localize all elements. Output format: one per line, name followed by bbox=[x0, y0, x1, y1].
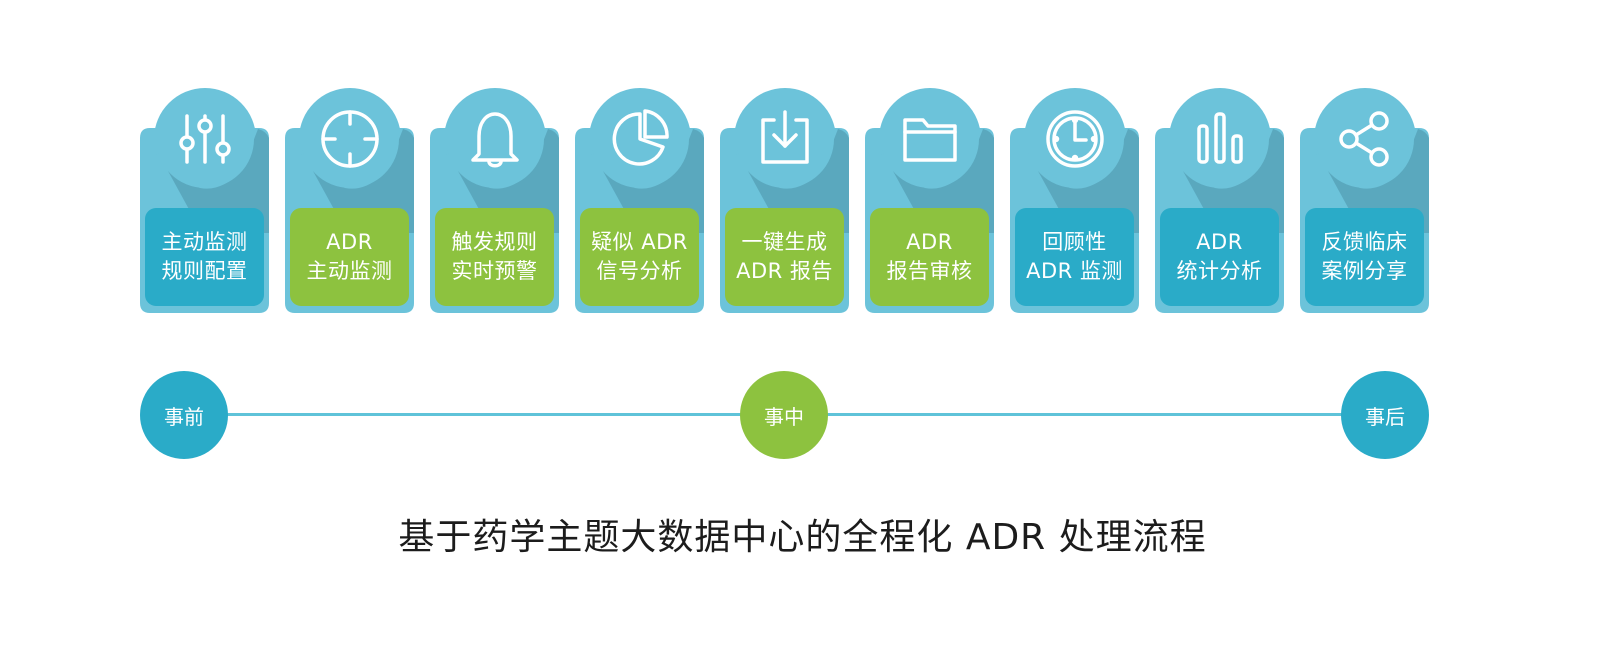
timeline-node-during: 事中 bbox=[740, 371, 828, 459]
bell-icon bbox=[462, 106, 528, 172]
step-label: ADR 主动监测 bbox=[290, 208, 409, 306]
step-label-line1: 反馈临床 bbox=[1321, 230, 1408, 254]
step-label-line1: 触发规则 bbox=[451, 230, 538, 254]
step-label-line2: 报告审核 bbox=[886, 259, 973, 283]
step-label: 反馈临床案例分享 bbox=[1305, 208, 1424, 306]
pie-chart-icon bbox=[607, 106, 673, 172]
step-label-line2: ADR 监测 bbox=[1026, 259, 1123, 283]
step-label-line2: 规则配置 bbox=[161, 259, 248, 283]
step-label-line1: ADR bbox=[906, 230, 953, 254]
bar-chart-icon bbox=[1187, 106, 1253, 172]
timeline-node-before: 事前 bbox=[140, 371, 228, 459]
step-card: ADR 报告审核 bbox=[865, 88, 994, 313]
step-label: 触发规则实时预警 bbox=[435, 208, 554, 306]
step-card: ADR 主动监测 bbox=[285, 88, 414, 313]
step-label-line2: 信号分析 bbox=[596, 259, 683, 283]
step-label-line2: ADR 报告 bbox=[736, 259, 833, 283]
step-label-line1: ADR bbox=[326, 230, 373, 254]
step-label-line1: ADR bbox=[1196, 230, 1243, 254]
diagram-caption: 基于药学主题大数据中心的全程化 ADR 处理流程 bbox=[398, 517, 1207, 558]
step-card: 疑似 ADR 信号分析 bbox=[575, 88, 704, 313]
step-card: ADR 统计分析 bbox=[1155, 88, 1284, 313]
step-label-line1: 一键生成 bbox=[741, 230, 828, 254]
clock-icon bbox=[1042, 106, 1108, 172]
step-label: ADR 统计分析 bbox=[1160, 208, 1279, 306]
step-card: 回顾性 ADR 监测 bbox=[1010, 88, 1139, 313]
step-label: 主动监测规则配置 bbox=[145, 208, 264, 306]
download-icon bbox=[752, 106, 818, 172]
step-card: 触发规则实时预警 bbox=[430, 88, 559, 313]
step-label: 回顾性 ADR 监测 bbox=[1015, 208, 1134, 306]
step-label: 一键生成 ADR 报告 bbox=[725, 208, 844, 306]
share-icon bbox=[1332, 106, 1398, 172]
step-label-line2: 实时预警 bbox=[451, 259, 538, 283]
step-label-line1: 疑似 ADR bbox=[591, 230, 688, 254]
step-label-line2: 案例分享 bbox=[1321, 259, 1408, 283]
step-card: 主动监测规则配置 bbox=[140, 88, 269, 313]
timeline-node-after: 事后 bbox=[1341, 371, 1429, 459]
step-label: ADR 报告审核 bbox=[870, 208, 989, 306]
crosshair-icon bbox=[317, 106, 383, 172]
step-label-line2: 主动监测 bbox=[306, 259, 393, 283]
step-label: 疑似 ADR 信号分析 bbox=[580, 208, 699, 306]
step-label-line1: 主动监测 bbox=[161, 230, 248, 254]
step-card: 反馈临床案例分享 bbox=[1300, 88, 1429, 313]
folder-icon bbox=[897, 106, 963, 172]
sliders-icon bbox=[172, 106, 238, 172]
step-card: 一键生成 ADR 报告 bbox=[720, 88, 849, 313]
step-label-line2: 统计分析 bbox=[1176, 259, 1263, 283]
step-label-line1: 回顾性 bbox=[1042, 230, 1107, 254]
